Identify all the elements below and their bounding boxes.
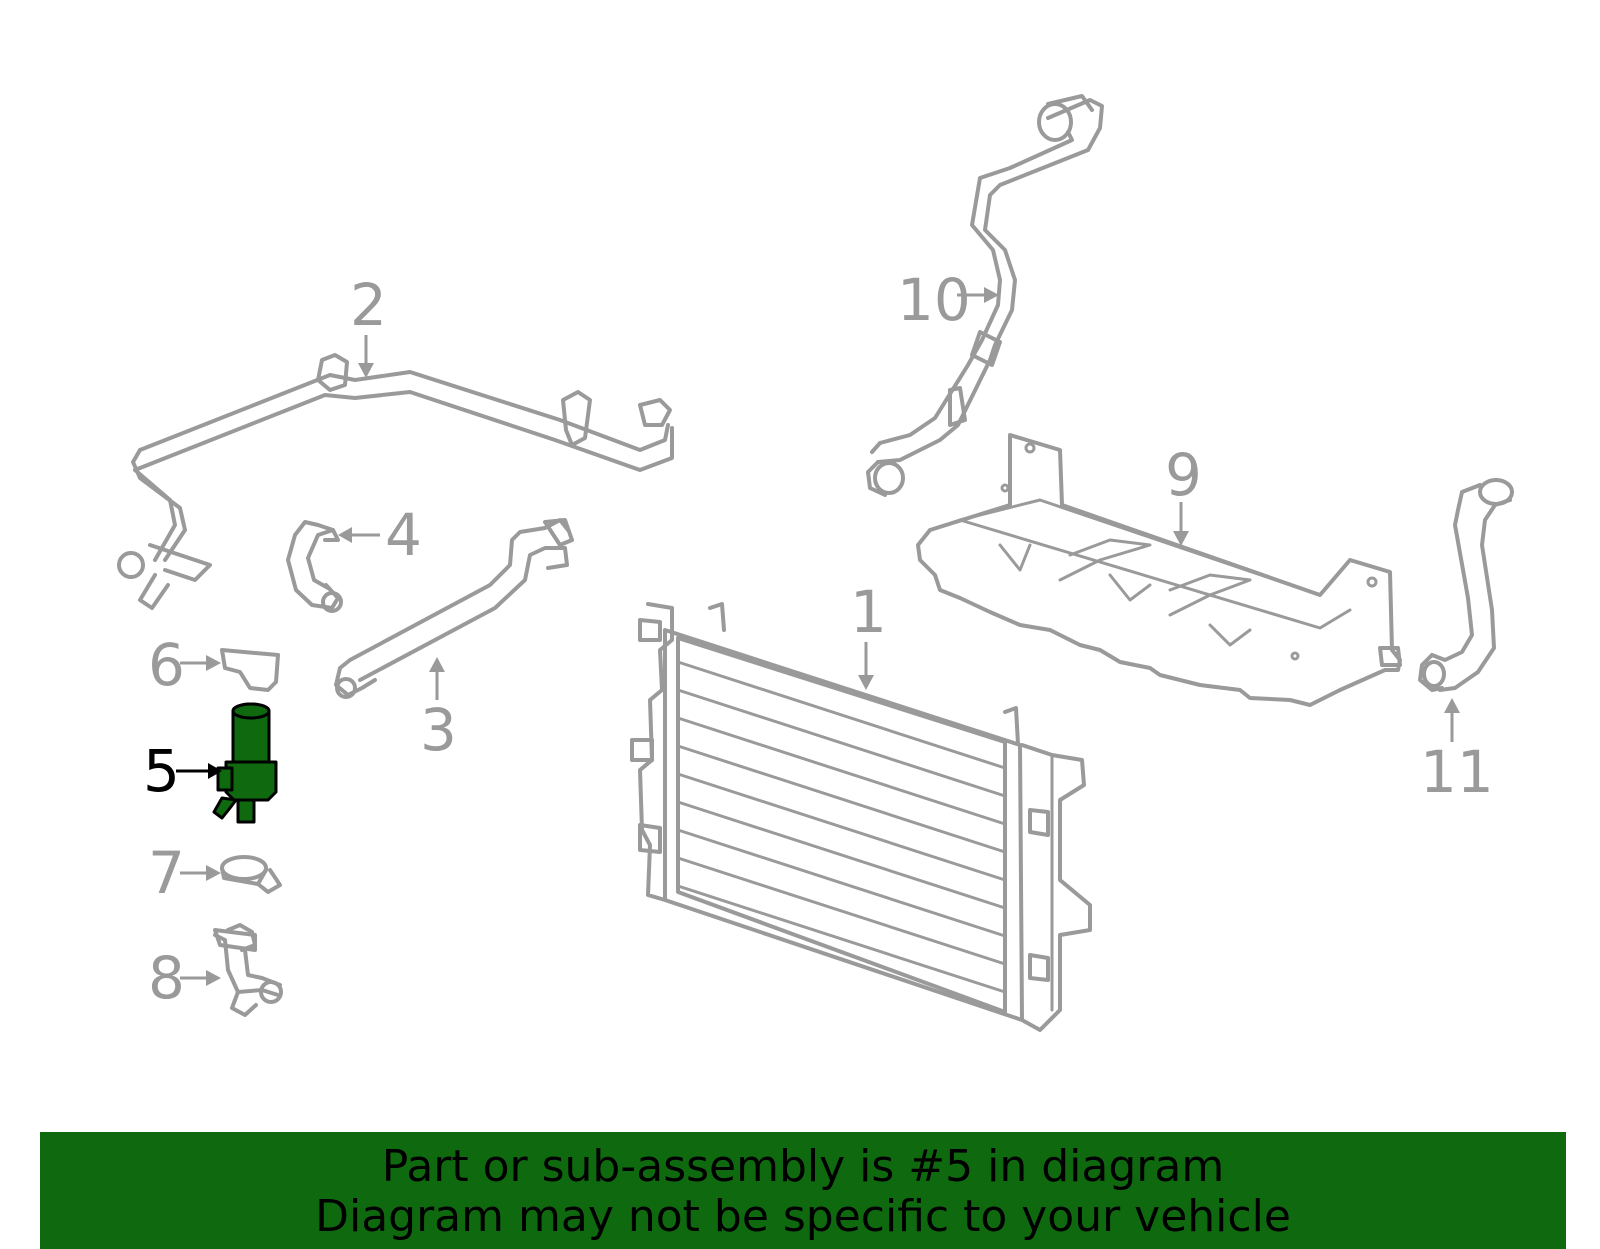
banner-line-2: Diagram may not be specific to your vehi… (315, 1191, 1291, 1242)
callout-10: 10 (897, 266, 999, 334)
callout-number: 6 (148, 631, 185, 699)
callout-9: 9 (1165, 441, 1202, 546)
callout-number: 10 (897, 266, 971, 334)
callout-4: 4 (338, 501, 422, 569)
callout-6: 6 (148, 631, 221, 699)
callout-3: 3 (420, 657, 457, 764)
part-11-hose[interactable] (1418, 478, 1514, 692)
part-1-radiator[interactable] (630, 602, 1092, 1032)
callout-number: 5 (143, 737, 180, 805)
callout-5: 5 (143, 737, 222, 805)
part-6-bracket[interactable] (220, 648, 280, 692)
part-10-hose[interactable] (866, 94, 1104, 497)
callout-number: 7 (148, 839, 185, 907)
part-info-banner: Part or sub-assembly is #5 in diagram Di… (40, 1132, 1566, 1249)
banner-line-1: Part or sub-assembly is #5 in diagram (381, 1141, 1225, 1192)
callout-8: 8 (148, 944, 221, 1012)
callout-7: 7 (148, 839, 221, 907)
part-4-hose[interactable] (286, 520, 343, 613)
callout-number: 1 (850, 578, 887, 646)
part-9-shroud[interactable] (916, 433, 1402, 707)
part-3-hose[interactable] (334, 518, 574, 699)
callout-2: 2 (350, 271, 387, 378)
part-8-connector[interactable] (213, 923, 283, 1017)
part-2-hose[interactable] (117, 353, 674, 610)
callout-number: 2 (350, 271, 387, 339)
callout-11: 11 (1420, 698, 1494, 806)
callout-number: 11 (1420, 738, 1494, 806)
callout-number: 8 (148, 944, 185, 1012)
part-7-clamp[interactable] (220, 855, 282, 894)
callout-number: 4 (385, 501, 422, 569)
callout-number: 9 (1165, 441, 1202, 509)
part-5-valve-highlighted[interactable] (212, 702, 278, 824)
callout-1: 1 (850, 578, 887, 690)
callout-number: 3 (420, 696, 457, 764)
